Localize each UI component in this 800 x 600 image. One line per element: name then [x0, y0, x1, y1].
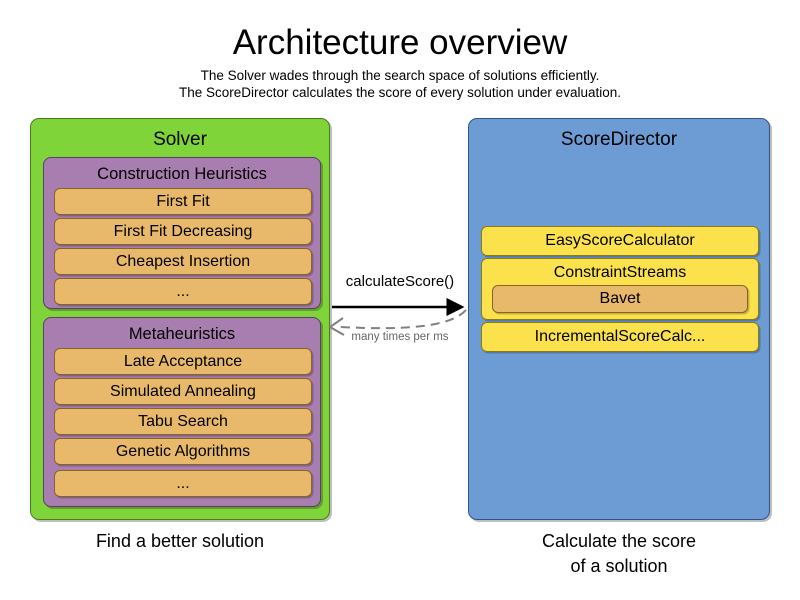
item-constraint-streams[interactable]: ConstraintStreams Bavet — [481, 258, 759, 320]
solver-panel-title: Solver — [153, 129, 207, 150]
item-first-fit-decreasing[interactable]: First Fit Decreasing — [54, 218, 312, 245]
caption-scoredirector-line-1: Calculate the score — [541, 531, 697, 551]
item-first-fit[interactable]: First Fit — [54, 188, 312, 215]
item-bavet[interactable]: Bavet — [492, 285, 748, 313]
group-metaheuristics: Metaheuristics Late Acceptance Simulated… — [43, 317, 321, 507]
subtitle-line-2: The ScoreDirector calculates the score o… — [179, 85, 621, 100]
item-easy-score-calculator[interactable]: EasyScoreCalculator — [481, 226, 759, 256]
item-metaheuristics-more[interactable]: ... — [54, 470, 312, 497]
page-subtitle: The Solver wades through the search spac… — [0, 67, 800, 101]
item-simulated-annealing[interactable]: Simulated Annealing — [54, 378, 312, 405]
arrow-many-times-per-ms — [339, 309, 467, 330]
arrow-calculate-score-label: calculateScore() — [345, 273, 455, 290]
caption-scoredirector-line-2: of a solution — [570, 556, 668, 576]
item-incremental-score-calculator[interactable]: IncrementalScoreCalc... — [481, 322, 759, 352]
item-constraint-streams-label: ConstraintStreams — [553, 264, 687, 281]
group-construction-heuristics: Construction Heuristics First Fit First … — [43, 157, 321, 309]
page-header: Architecture overview The Solver wades t… — [0, 22, 800, 101]
item-tabu-search[interactable]: Tabu Search — [54, 408, 312, 435]
item-late-acceptance[interactable]: Late Acceptance — [54, 348, 312, 375]
page-title: Architecture overview — [232, 23, 568, 62]
arrow-many-times-per-ms-label: many times per ms — [351, 331, 449, 343]
item-genetic-algorithms[interactable]: Genetic Algorithms — [54, 438, 312, 465]
subtitle-line-1: The Solver wades through the search spac… — [200, 68, 600, 83]
scoredirector-panel-title: ScoreDirector — [560, 129, 678, 150]
item-construction-heuristics-more[interactable]: ... — [54, 278, 312, 305]
group-metaheuristics-title: Metaheuristics — [128, 325, 236, 343]
solver-panel: Solver Construction Heuristics First Fit… — [30, 118, 330, 520]
group-construction-heuristics-title: Construction Heuristics — [97, 165, 267, 183]
item-cheapest-insertion[interactable]: Cheapest Insertion — [54, 248, 312, 275]
caption-scoredirector: Calculate the score of a solution — [468, 529, 770, 579]
scoredirector-panel: ScoreDirector EasyScoreCalculator Constr… — [468, 118, 770, 520]
caption-solver: Find a better solution — [95, 531, 265, 551]
